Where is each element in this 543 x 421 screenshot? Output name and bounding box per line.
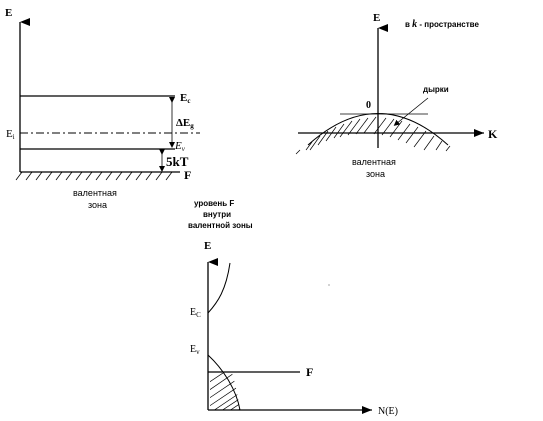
k-space-diagram: E в k - пространстве K 0 дырки валентная xyxy=(295,12,498,179)
stray-dot xyxy=(328,284,330,286)
dos-conduction-curve xyxy=(207,262,231,314)
dos-title-line2: внутри xyxy=(203,210,231,219)
dos-ec-label: EC xyxy=(190,307,201,319)
dos-title-line3: валентной зоны xyxy=(188,221,253,230)
dos-hatch xyxy=(210,373,240,410)
band-diagram: E Ec Ei Ev ΔEg 5kT F валентная xyxy=(5,7,200,210)
dos-ev-label: Ev xyxy=(190,344,200,356)
kspace-holes-pointer xyxy=(393,97,429,126)
band-e-axis-label: E xyxy=(5,7,12,19)
dos-e-axis-label: E xyxy=(204,240,211,252)
kspace-zero-label: 0 xyxy=(366,100,371,111)
kspace-valence-parabola xyxy=(307,113,449,146)
band-ev-label: Ev xyxy=(174,140,186,153)
kspace-holes-label: дырки xyxy=(423,85,449,94)
dos-n-axis-label: N(E) xyxy=(378,406,398,417)
band-ground-hatch xyxy=(15,171,173,181)
band-f-label: F xyxy=(184,168,191,182)
kspace-caption-line2: зона xyxy=(366,169,385,179)
band-delta-eg-label: ΔEg xyxy=(176,117,194,130)
band-caption-line1: валентная xyxy=(73,188,117,198)
dos-title-line1: уровень F xyxy=(194,199,234,208)
band-caption-line2: зона xyxy=(88,200,107,210)
dos-diagram: уровень F внутри валентной зоны E N(E) E… xyxy=(188,199,398,417)
band-ei-label: Ei xyxy=(6,128,15,141)
kspace-k-axis-label: K xyxy=(488,127,498,141)
kspace-caption-line1: валентная xyxy=(352,157,396,167)
dos-f-label: F xyxy=(306,365,313,379)
band-5kt-label: 5kT xyxy=(166,154,189,169)
kspace-title: в k - пространстве xyxy=(405,19,479,30)
dos-valence-curve xyxy=(207,354,241,411)
kspace-hatch xyxy=(295,116,451,155)
band-ec-label: Ec xyxy=(180,92,190,105)
kspace-e-axis-label: E xyxy=(373,12,380,24)
